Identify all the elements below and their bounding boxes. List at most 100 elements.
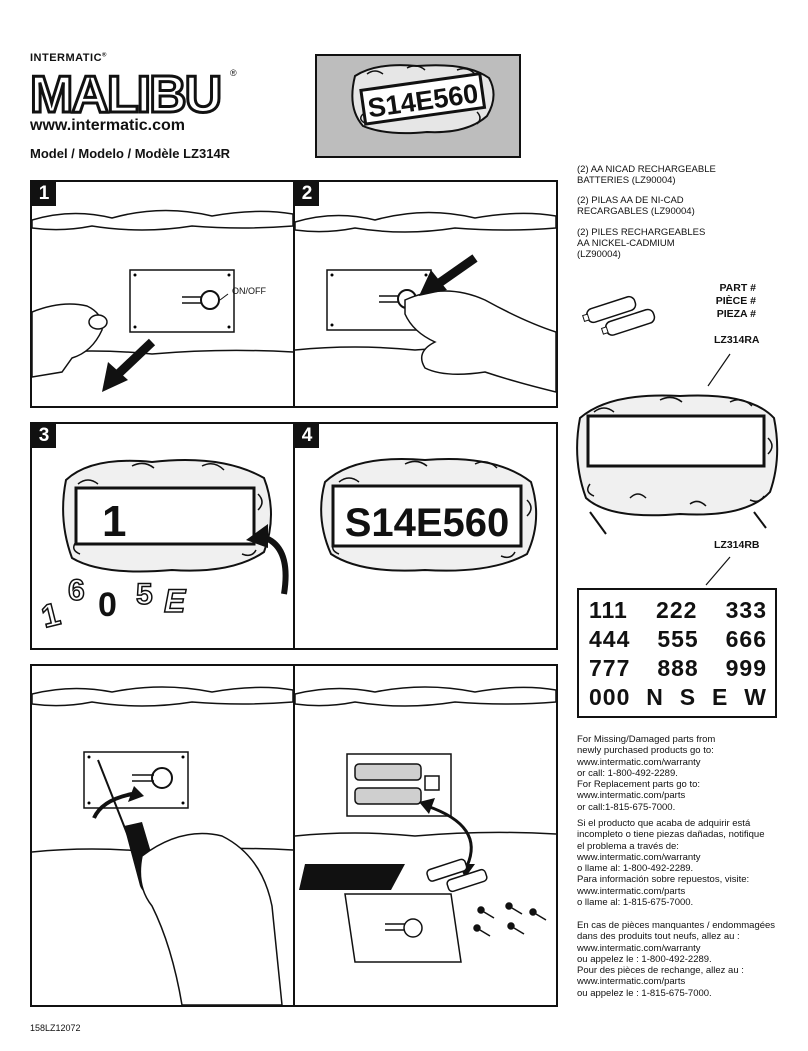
text-line: newly purchased products go to:: [577, 745, 714, 757]
hero-plate: [359, 72, 487, 126]
step-4-illustration: S14E560: [320, 457, 538, 572]
text-line: RECARGABLES (LZ90004): [577, 206, 695, 217]
text-line: ou appelez le : 1-815-675-7000.: [577, 987, 712, 999]
document-code: 158LZ12072: [30, 1023, 81, 1033]
website-url: www.intermatic.com: [30, 117, 185, 134]
text-line: (LZ90004): [577, 249, 621, 260]
text-line: or call: 1-800-492-2289.: [577, 767, 678, 779]
batteries-es: (2) PILAS AA DE NI-CAD RECARGABLES (LZ90…: [577, 195, 747, 217]
battery-cover-plate: [129, 269, 235, 333]
arrow-down-left: [110, 338, 156, 382]
text-line: PIÈCE #: [715, 295, 756, 307]
digit-group: 777: [589, 655, 631, 681]
step-1-panel: 1 ON/OFF: [30, 180, 295, 408]
battery-swap-arrow: [426, 804, 473, 867]
step-5-illustration: [32, 686, 293, 1005]
on-off-switch: [200, 290, 220, 310]
cover-plate-loose: [344, 893, 462, 963]
step-2-number: 2: [295, 182, 319, 206]
text-line: dans des produits tout neufs, allez au :: [577, 931, 740, 943]
step-3-illustration: 1 1 6 0 5 E: [37, 459, 289, 635]
step-3-number: 3: [32, 424, 56, 448]
text-line: BATTERIES (LZ90004): [577, 175, 676, 186]
digit-group: 444: [589, 626, 631, 652]
text-line: For Replacement parts go to:: [577, 779, 701, 791]
text-line: PIEZA #: [716, 308, 756, 320]
hero-product-image: S14E560: [315, 54, 521, 158]
leader-line-ra: [707, 353, 731, 387]
step-3-panel: 3 1 1 6 0 5 E: [30, 422, 295, 650]
text-line: AA NICKEL-CADMIUM: [577, 238, 675, 249]
digit-row: 444 555 666: [589, 625, 767, 654]
info-fr: En cas de pièces manquantes / endommagée…: [577, 920, 782, 999]
replacement-batteries: [426, 858, 488, 893]
warranty-link[interactable]: www.intermatic.com/warranty: [577, 942, 701, 954]
digit-row: 000 N S E W: [589, 683, 767, 712]
text-line: o llame al: 1-815-675-7000.: [577, 897, 694, 909]
screws: [473, 902, 547, 937]
text-line: or call:1-815-675-7000.: [577, 801, 676, 813]
text-line: PART #: [719, 282, 756, 294]
text-line: En cas de pièces manquantes / endommagée…: [577, 920, 776, 931]
text-line: el problema a través de:: [577, 840, 679, 852]
parts-link[interactable]: www.intermatic.com/parts: [577, 976, 686, 988]
parts-link[interactable]: www.intermatic.com/parts: [577, 885, 686, 897]
digit-group: 999: [725, 655, 767, 681]
step-3-plate: [74, 486, 256, 546]
text-line: (2) PILAS AA DE NI-CAD: [577, 195, 684, 206]
removed-gasket: [299, 864, 405, 890]
step-2-illustration: [295, 211, 556, 393]
text-line: incompleto o tiene piezas dañadas, notif…: [577, 829, 765, 841]
plate-housing-illustration: [576, 394, 779, 535]
digit-group: 111: [589, 597, 628, 623]
on-off-label: ON/OFF: [232, 286, 266, 296]
digit-group: 333: [725, 597, 767, 623]
loose-letter-e: E: [164, 583, 187, 619]
text-line: (2) PILES RECHARGEABLES: [577, 227, 706, 238]
malibu-logo-text: MALIBU: [30, 66, 220, 118]
part-code-rb: LZ314RB: [714, 539, 760, 551]
leader-line-rb: [705, 556, 731, 586]
step-4-plate: [331, 484, 523, 548]
info-es: Si el producto que acaba de adquirir est…: [577, 818, 782, 908]
hand-with-screwdriver: [139, 832, 283, 1005]
info-en: For Missing/Damaged parts from newly pur…: [577, 734, 782, 813]
batteries-en: (2) AA NICAD RECHARGEABLE BATTERIES (LZ9…: [577, 164, 747, 186]
digit-group: 555: [657, 626, 699, 652]
intermatic-brand-text: INTERMATIC: [30, 52, 103, 64]
batteries-fr: (2) PILES RECHARGEABLES AA NICKEL-CADMIU…: [577, 227, 747, 260]
rotate-arrow: [92, 792, 133, 819]
warranty-link[interactable]: www.intermatic.com/warranty: [577, 756, 701, 768]
step-4-number: 4: [295, 424, 319, 448]
text-line: Para información sobre repuestos, visite…: [577, 874, 750, 886]
hand-illustration: [32, 303, 103, 378]
letter-w: W: [744, 684, 767, 710]
loose-digit-0: 0: [98, 586, 117, 624]
battery-pair-illustration: [582, 295, 656, 336]
loose-digit-5: 5: [136, 578, 153, 611]
part-number-label: PART # PIÈCE # PIEZA #: [690, 282, 756, 321]
replacement-digits-sheet: 111 222 333 444 555 666 777 888 999 000 …: [577, 588, 777, 718]
parts-link[interactable]: www.intermatic.com/parts: [577, 790, 686, 802]
letter-e: E: [712, 684, 729, 710]
warranty-link[interactable]: www.intermatic.com/warranty: [577, 851, 701, 863]
step-1-illustration: ON/OFF: [32, 209, 293, 392]
digit-group: 666: [725, 626, 767, 652]
step-4-plate-text: S14E560: [345, 501, 510, 545]
letter-n: N: [646, 684, 664, 710]
part-code-ra: LZ314RA: [714, 334, 760, 346]
digit-row: 111 222 333: [589, 596, 767, 625]
step-2-panel: 2: [293, 180, 558, 408]
text-line: Si el producto que acaba de adquirir est…: [577, 818, 751, 829]
digit-group: 222: [656, 597, 698, 623]
digit-group: 888: [657, 655, 699, 681]
registered-mark: ®: [102, 52, 107, 59]
arrow-toward-switch: [432, 254, 478, 290]
digit-row: 777 888 999: [589, 654, 767, 683]
step-5-panel: [30, 664, 295, 1007]
letter-s: S: [679, 684, 697, 710]
text-line: Pour des pièces de rechange, allez au :: [577, 965, 744, 977]
digit-group: 000: [589, 684, 631, 710]
step-3-plate-digit: 1: [102, 497, 126, 546]
text-line: o llame al: 1-800-492-2289.: [577, 863, 694, 875]
